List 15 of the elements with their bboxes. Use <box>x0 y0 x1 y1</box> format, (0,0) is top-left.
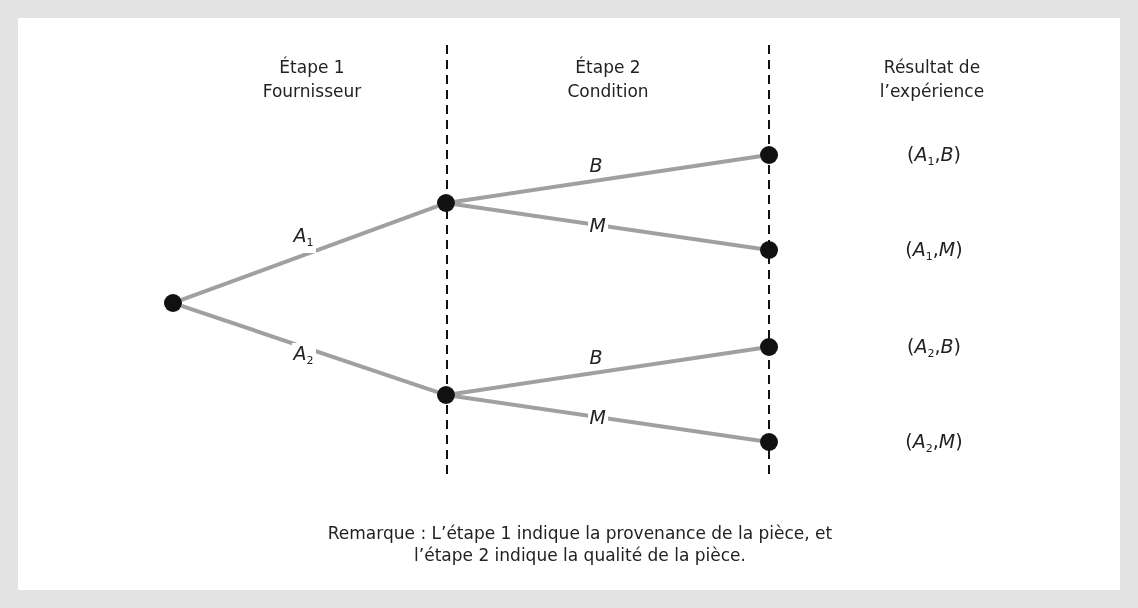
tree-branch <box>454 154 761 204</box>
tree-branch <box>180 204 439 302</box>
outcome-label: (A$_{2}$,M) <box>904 430 964 457</box>
tree-branch <box>180 303 439 395</box>
outcome-label: (A$_{1}$,M) <box>904 238 964 265</box>
edge-label: A$_{1}$ <box>291 225 316 253</box>
tree-branch <box>454 346 761 396</box>
outcome-label: (A$_{1}$,B) <box>906 143 962 170</box>
tree-branch <box>454 202 761 251</box>
tree-branch <box>454 394 761 443</box>
column-heading: Résultat de l’expérience <box>878 56 986 103</box>
outcome-label: (A$_{2}$,B) <box>906 335 962 362</box>
note-text: Remarque : L’étape 1 indique la provenance de la pièce, et l’étape 2 indique la qualité de la pièce. <box>326 522 834 566</box>
column-heading: Étape 2 Condition <box>566 55 650 103</box>
column-heading: Étape 1 Fournisseur <box>261 55 363 103</box>
